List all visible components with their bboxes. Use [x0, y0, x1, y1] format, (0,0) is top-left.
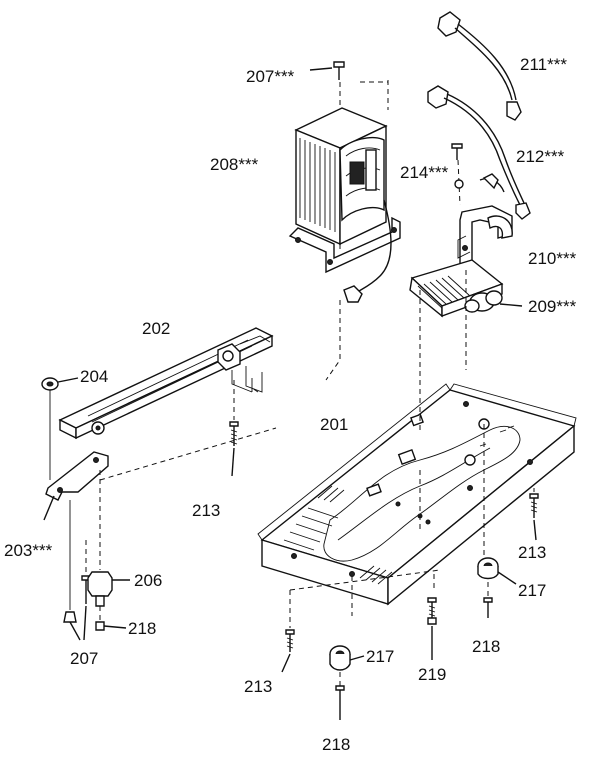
- label-204: 204: [80, 367, 108, 386]
- label-208: 208***: [210, 155, 259, 174]
- label-211: 211***: [520, 55, 567, 74]
- capacitor-209: [409, 259, 523, 318]
- label-217-right: 217: [518, 581, 546, 600]
- guide-line: [99, 427, 277, 481]
- label-218-left: 218: [128, 619, 156, 638]
- screw-219: [427, 597, 437, 660]
- label-214: 214***: [400, 163, 449, 182]
- wire-lead-212: [427, 85, 531, 220]
- foot-217-right: [477, 557, 517, 618]
- wire-lead-211: [437, 11, 522, 121]
- bracket-203: [43, 451, 109, 521]
- screw-214: [451, 143, 464, 206]
- screw-213-left: [229, 380, 239, 477]
- label-219: 219: [418, 665, 446, 684]
- label-207-top: 207***: [246, 67, 295, 86]
- label-203: 203***: [4, 541, 53, 560]
- rail-202: [58, 327, 274, 440]
- label-213-bottom: 213: [244, 677, 272, 696]
- screw-213-right: [529, 470, 539, 541]
- label-212: 212***: [516, 147, 565, 166]
- label-217-bottom: 217: [366, 647, 394, 666]
- label-202: 202: [142, 319, 170, 338]
- base-plate-201: [257, 270, 577, 616]
- label-209: 209***: [528, 297, 577, 316]
- label-213-left: 213: [192, 501, 220, 520]
- label-218-right: 218: [472, 637, 500, 656]
- label-218-bottom: 218: [322, 735, 350, 754]
- washer-204: [41, 377, 79, 480]
- screw-213-bottom: [281, 590, 295, 673]
- foot-217-bottom: [329, 645, 365, 720]
- label-206: 206: [134, 571, 162, 590]
- label-201: 201: [320, 415, 348, 434]
- label-207-bottom: 207: [70, 649, 98, 668]
- label-213-right: 213: [518, 543, 546, 562]
- screw-218-left: [95, 621, 127, 631]
- screw-207-left: [63, 500, 81, 641]
- transformer-208: [288, 80, 401, 303]
- screw-207-mid: [81, 540, 91, 641]
- label-210: 210***: [528, 249, 577, 268]
- nut-206: [87, 470, 130, 622]
- bracket-210: [457, 205, 513, 268]
